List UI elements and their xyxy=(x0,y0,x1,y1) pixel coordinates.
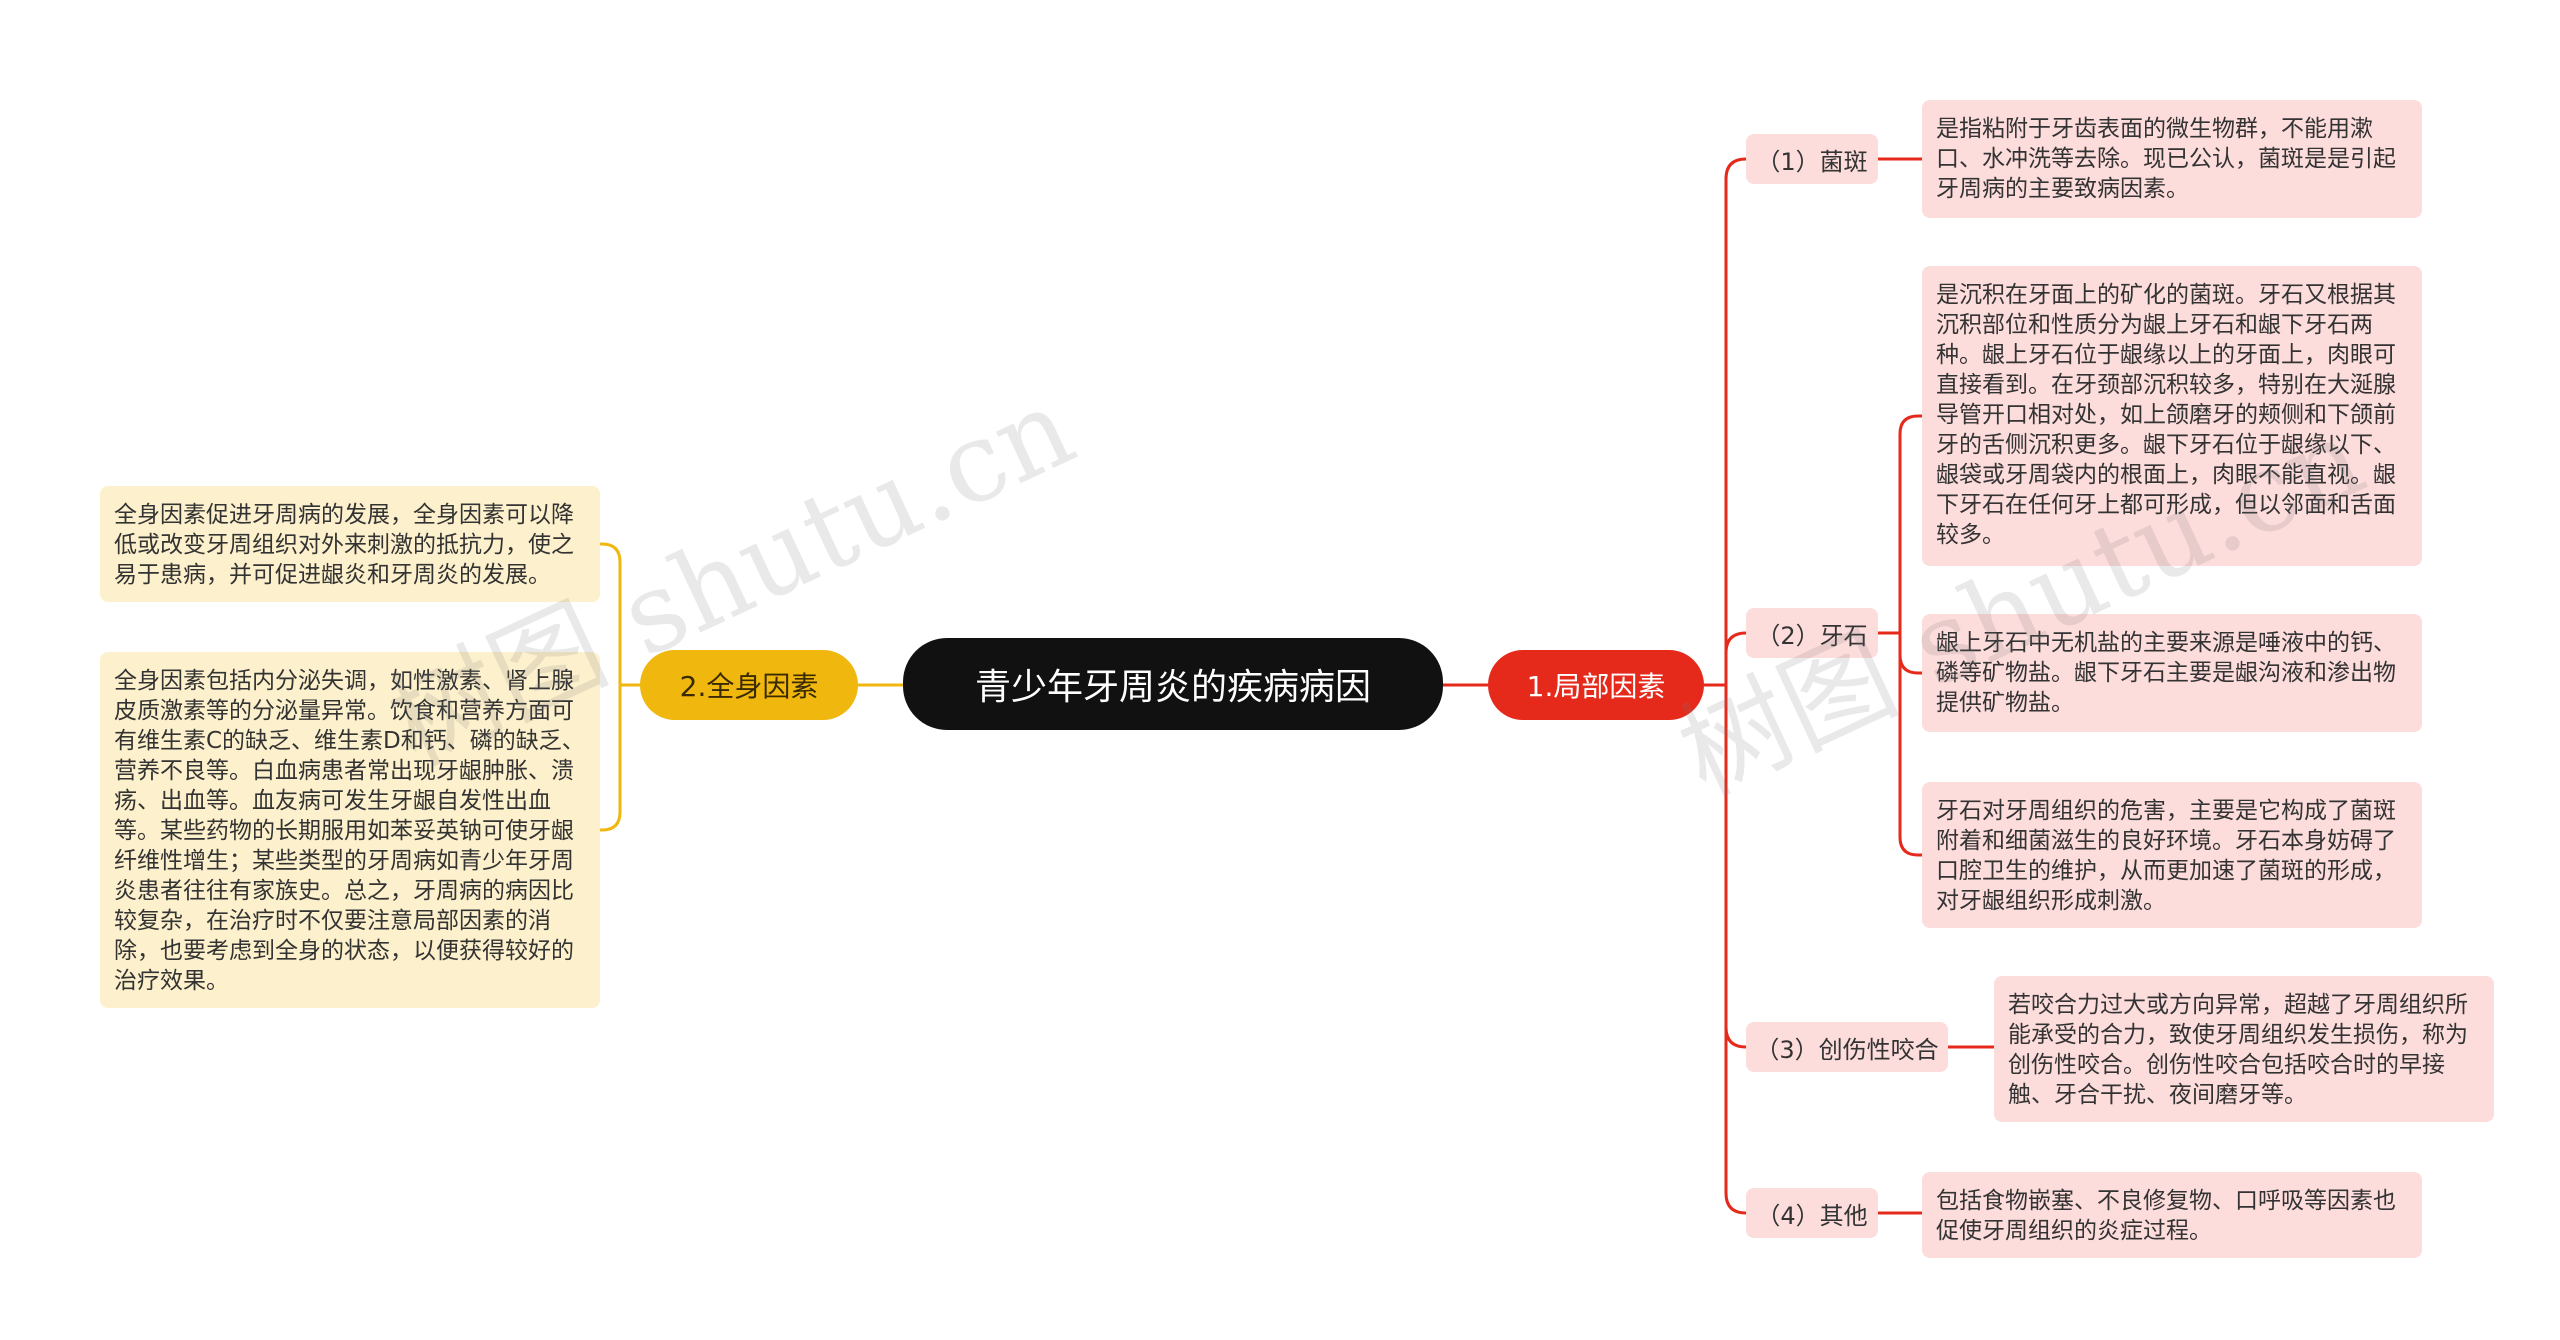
leaf-plaque-definition: 是指粘附于牙齿表面的微生物群，不能用漱口、水冲洗等去除。现已公认，菌斑是是引起牙… xyxy=(1922,100,2422,218)
leaf-systemic-details: 全身因素包括内分泌失调，如性激素、肾上腺皮质激素等的分泌量异常。饮食和营养方面可… xyxy=(100,652,600,1008)
link-calculus-leaf-1 xyxy=(1898,633,1922,675)
leaf-calculus-minerals: 龈上牙石中无机盐的主要来源是唾液中的钙、磷等矿物盐。龈下牙石主要是龈沟液和渗出物… xyxy=(1922,614,2422,732)
branch-systemic-factors[interactable]: 2.全身因素 xyxy=(640,650,858,720)
branch-local-factors[interactable]: 1.局部因素 xyxy=(1488,650,1704,720)
leaf-traumatic-occlusion: 若咬合力过大或方向异常，超越了牙周组织所能承受的合力，致使牙周组织发生损伤，称为… xyxy=(1994,976,2494,1122)
leaf-other-factors: 包括食物嵌塞、不良修复物、口呼吸等因素也促使牙周组织的炎症过程。 xyxy=(1922,1172,2422,1258)
leaf-calculus-definition: 是沉积在牙面上的矿化的菌斑。牙石又根据其沉积部位和性质分为龈上牙石和龈下牙石两种… xyxy=(1922,266,2422,566)
subtopic-traumatic-occlusion[interactable]: （3）创伤性咬合 xyxy=(1746,1022,1948,1072)
link-systemic-leaf-0 xyxy=(600,542,622,685)
subtopic-plaque[interactable]: （1）菌斑 xyxy=(1746,134,1878,184)
link-calculus-leaf-0 xyxy=(1898,414,1922,633)
link-local-sub-1 xyxy=(1724,631,1747,685)
subtopic-other[interactable]: （4）其他 xyxy=(1746,1188,1878,1238)
root-topic[interactable]: 青少年牙周炎的疾病病因 xyxy=(903,638,1443,730)
link-calculus-leaf-2 xyxy=(1898,633,1922,857)
subtopic-calculus[interactable]: （2）牙石 xyxy=(1746,608,1878,658)
leaf-calculus-harm: 牙石对牙周组织的危害，主要是它构成了菌斑附着和细菌滋生的良好环境。牙石本身妨碍了… xyxy=(1922,782,2422,928)
link-local-sub-0 xyxy=(1724,157,1747,685)
link-local-sub-3 xyxy=(1724,685,1747,1215)
leaf-systemic-overview: 全身因素促进牙周病的发展，全身因素可以降低或改变牙周组织对外来刺激的抵抗力，使之… xyxy=(100,486,600,602)
link-local-sub-2 xyxy=(1724,685,1747,1049)
link-systemic-leaf-1 xyxy=(600,685,622,832)
